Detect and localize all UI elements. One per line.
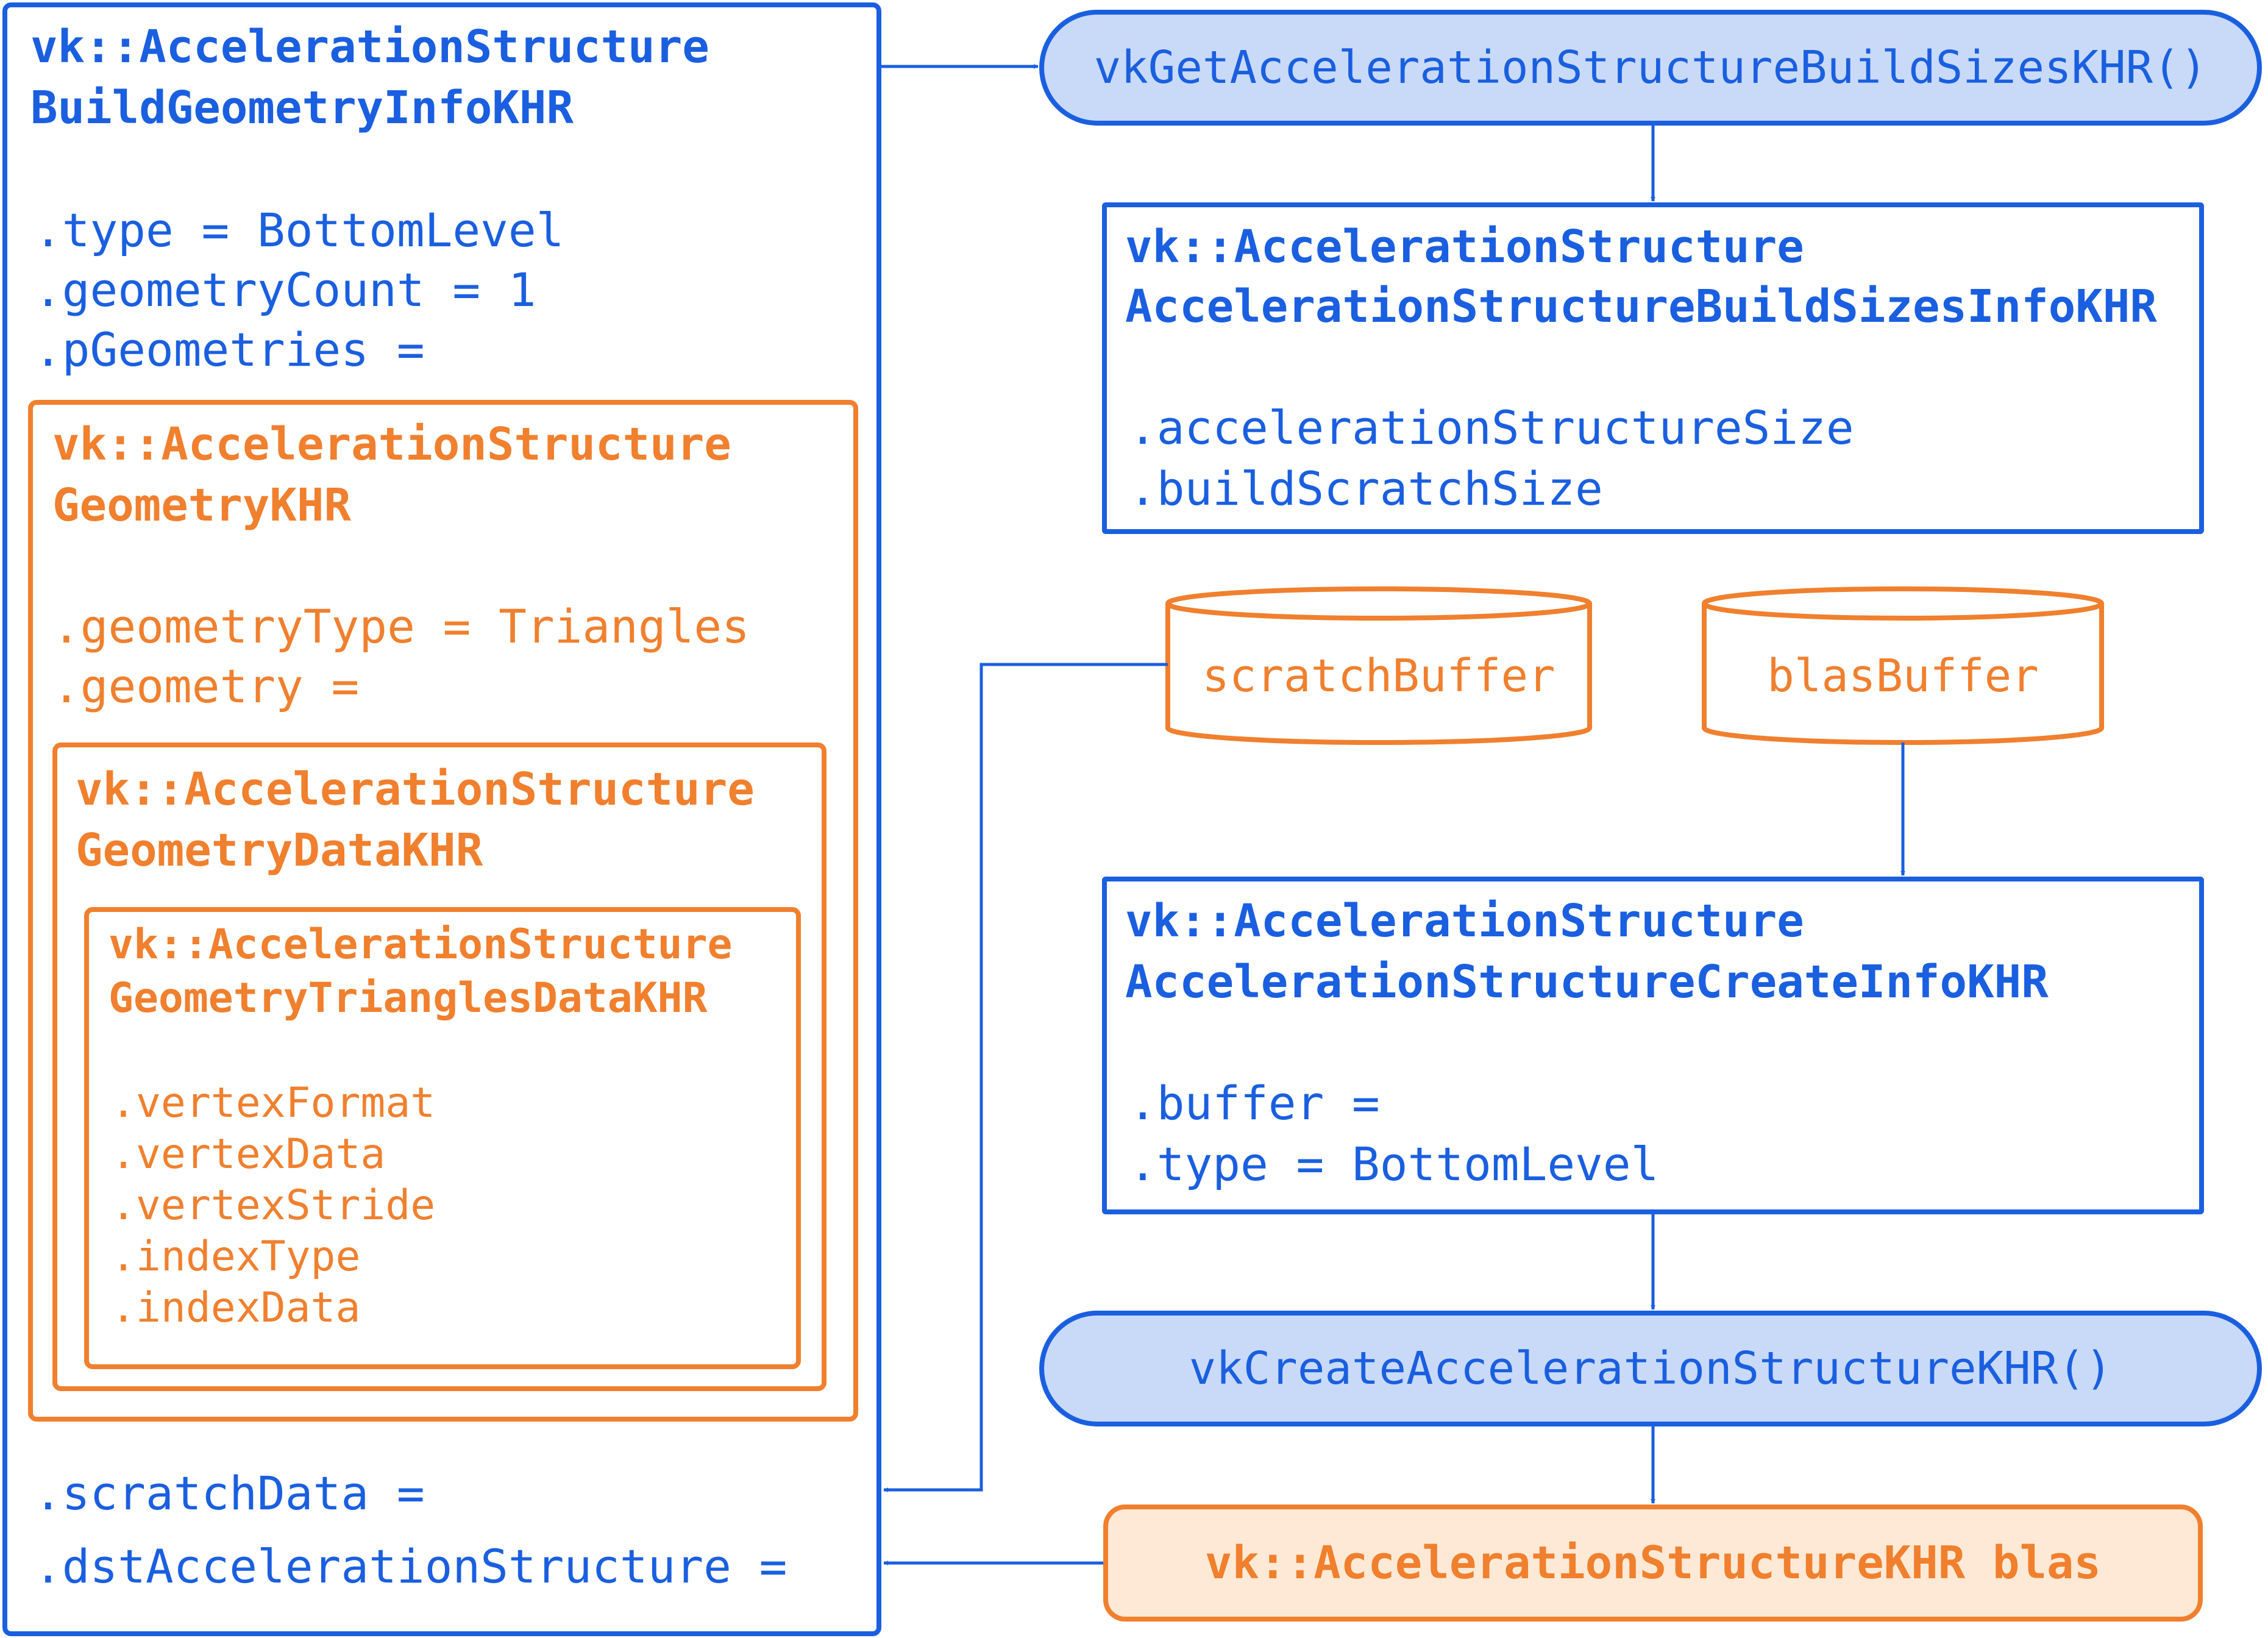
triangles-data-khr-title-line2: GeometryTrianglesDataKHR [108,974,708,1022]
build-sizes-info-title-line1: vk::AccelerationStructure [1125,221,1804,273]
blas-result-label: vk::AccelerationStructureKHR blas [1204,1537,2102,1589]
get-build-sizes-label: vkGetAccelerationStructureBuildSizesKHR(… [1093,41,2208,94]
triangles-field-vertex-stride: .vertexStride [111,1181,436,1230]
triangles-field-vertex-data: .vertexData [111,1130,386,1178]
scratch-buffer-label: scratchBuffer [1202,650,1555,702]
field-acceleration-structure-size: .accelerationStructureSize [1129,401,1854,455]
arrow-scratch-to-scratch-data [883,663,1168,1492]
create-info-title-line1: vk::AccelerationStructure [1125,895,1804,947]
field-buffer: .buffer = [1129,1076,1380,1130]
field-geometry-type: .geometryType = Triangles [52,599,750,653]
field-pgeometries: .pGeometries = [34,322,425,377]
triangles-field-vertex-format: .vertexFormat [111,1079,436,1127]
geometry-data-khr-title-line1: vk::AccelerationStructure [76,763,755,816]
create-info-box [1102,877,2204,1214]
blas-buffer-cylinder [1702,586,2104,745]
build-geometry-info-title-line2: BuildGeometryInfoKHR [30,82,574,134]
create-as-label: vkCreateAccelerationStructureKHR() [1189,1342,2113,1395]
blas-result: vk::AccelerationStructureKHR blas [1103,1504,2203,1622]
create-as-function: vkCreateAccelerationStructureKHR() [1039,1311,2262,1426]
create-info-title-line2: AccelerationStructureCreateInfoKHR [1125,956,2049,1008]
field-geometry: .geometry = [52,659,360,713]
scratch-buffer-cylinder [1165,586,1592,745]
blas-buffer-label: blasBuffer [1767,650,2039,702]
geometry-khr-title-line1: vk::AccelerationStructure [52,418,731,471]
triangles-field-index-type: .indexType [111,1233,361,1281]
triangles-data-khr-box [84,907,801,1369]
field-build-scratch-size: .buildScratchSize [1129,461,1603,516]
field-geometry-count: .geometryCount = 1 [34,263,536,317]
field-create-type: .type = BottomLevel [1129,1137,1659,1191]
field-dst-acceleration-structure: .dstAccelerationStructure = [34,1539,787,1593]
geometry-data-khr-title-line2: GeometryDataKHR [76,824,483,877]
field-type: .type = BottomLevel [34,203,564,257]
geometry-khr-title-line2: GeometryKHR [52,479,352,532]
build-sizes-info-title-line2: AccelerationStructureBuildSizesInfoKHR [1125,280,2157,333]
get-build-sizes-function: vkGetAccelerationStructureBuildSizesKHR(… [1039,10,2262,126]
build-geometry-info-title-line1: vk::AccelerationStructure [30,21,709,73]
triangles-field-index-data: .indexData [111,1284,361,1332]
field-scratch-data: .scratchData = [34,1466,425,1520]
build-sizes-info-box [1102,202,2204,534]
triangles-data-khr-title-line1: vk::AccelerationStructure [108,920,733,969]
